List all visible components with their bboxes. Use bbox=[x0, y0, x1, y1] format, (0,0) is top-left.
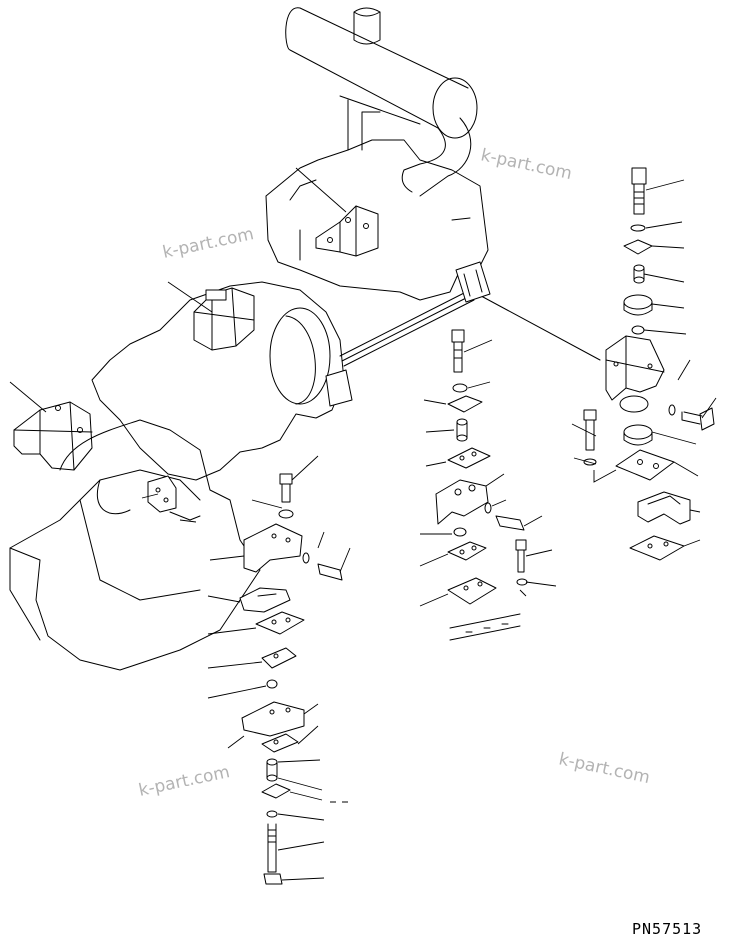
center-mount-stack bbox=[419, 329, 557, 641]
watermark: k-part.com bbox=[557, 749, 652, 788]
assembly-leaders bbox=[9, 167, 347, 523]
muffler bbox=[285, 7, 478, 139]
right-mount-stack bbox=[571, 167, 717, 561]
watermark: k-part.com bbox=[137, 762, 232, 801]
watermark: k-part.com bbox=[479, 145, 574, 184]
front-mount-stack bbox=[207, 455, 351, 885]
part-code-label: PN57513 bbox=[632, 920, 702, 938]
watermark: k-part.com bbox=[161, 224, 256, 263]
engine-assembly bbox=[9, 7, 601, 671]
